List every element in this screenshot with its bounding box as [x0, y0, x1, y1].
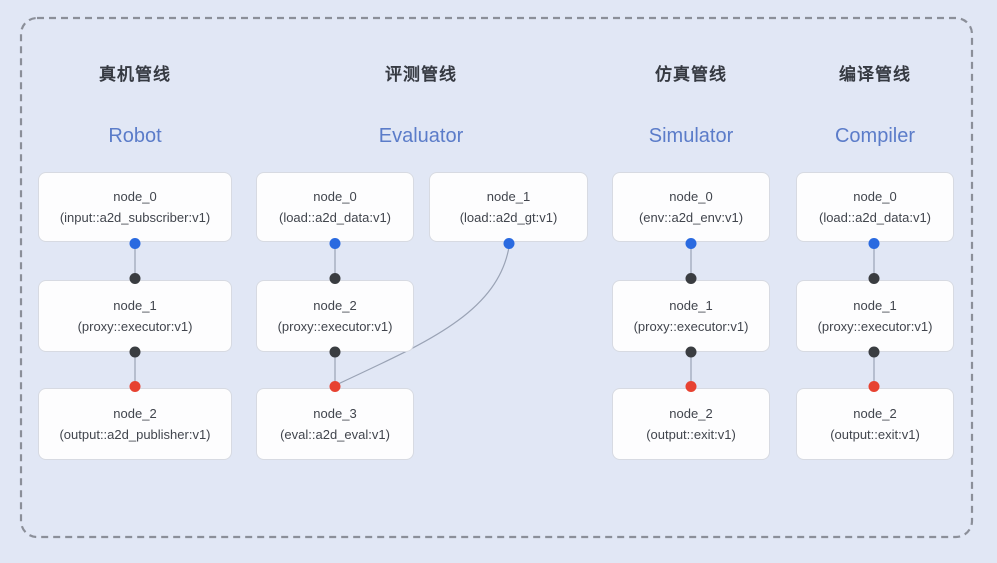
node-robot-2: node_2 (output::a2d_publisher:v1) — [38, 388, 232, 460]
node-type: (load::a2d_gt:v1) — [459, 210, 558, 225]
node-evaluator-0: node_0 (load::a2d_data:v1) — [256, 172, 414, 242]
pipeline-title-en: Robot — [108, 125, 162, 147]
node-robot-0: node_0 (input::a2d_subscriber:v1) — [38, 172, 232, 242]
node-type: (load::a2d_data:v1) — [818, 210, 932, 225]
node-name: node_2 — [853, 406, 897, 421]
pipeline-title-zh: 编译管线 — [839, 65, 911, 84]
node-type: (proxy::executor:v1) — [817, 319, 933, 334]
node-name: node_0 — [313, 189, 357, 204]
node-evaluator-2: node_2 (proxy::executor:v1) — [256, 280, 414, 352]
node-type: (eval::a2d_eval:v1) — [280, 427, 390, 442]
node-type: (input::a2d_subscriber:v1) — [59, 210, 211, 225]
node-name: node_2 — [669, 406, 713, 421]
node-name: node_2 — [313, 298, 357, 313]
pipeline-header-robot: 真机管线 Robot — [35, 64, 235, 148]
pipeline-title-en: Simulator — [648, 125, 734, 147]
pipeline-header-simulator: 仿真管线 Simulator — [591, 64, 791, 148]
node-evaluator-3: node_3 (eval::a2d_eval:v1) — [256, 388, 414, 460]
node-evaluator-1: node_1 (load::a2d_gt:v1) — [429, 172, 588, 242]
pipeline-title-zh: 真机管线 — [99, 65, 171, 84]
node-type: (proxy::executor:v1) — [277, 319, 393, 334]
node-type: (proxy::executor:v1) — [77, 319, 193, 334]
node-name: node_1 — [486, 189, 531, 204]
node-type: (output::exit:v1) — [646, 427, 736, 442]
node-simulator-0: node_0 (env::a2d_env:v1) — [612, 172, 770, 242]
node-robot-1: node_1 (proxy::executor:v1) — [38, 280, 232, 352]
node-compiler-2: node_2 (output::exit:v1) — [796, 388, 954, 460]
node-type: (proxy::executor:v1) — [633, 319, 749, 334]
node-name: node_3 — [313, 406, 357, 421]
node-name: node_1 — [113, 298, 157, 313]
node-name: node_0 — [853, 189, 897, 204]
node-type: (output::exit:v1) — [830, 427, 920, 442]
pipeline-title-en: Evaluator — [378, 125, 464, 147]
pipeline-header-compiler: 编译管线 Compiler — [775, 64, 975, 148]
node-name: node_2 — [113, 406, 157, 421]
node-compiler-0: node_0 (load::a2d_data:v1) — [796, 172, 954, 242]
node-name: node_0 — [113, 189, 157, 204]
node-type: (env::a2d_env:v1) — [638, 210, 744, 225]
pipeline-title-zh: 仿真管线 — [655, 65, 727, 84]
node-name: node_1 — [669, 298, 713, 313]
node-simulator-2: node_2 (output::exit:v1) — [612, 388, 770, 460]
node-simulator-1: node_1 (proxy::executor:v1) — [612, 280, 770, 352]
node-name: node_1 — [853, 298, 897, 313]
node-type: (load::a2d_data:v1) — [278, 210, 392, 225]
pipeline-title-zh: 评测管线 — [385, 65, 457, 84]
node-name: node_0 — [669, 189, 713, 204]
node-compiler-1: node_1 (proxy::executor:v1) — [796, 280, 954, 352]
pipeline-title-en: Compiler — [834, 125, 916, 147]
node-type: (output::a2d_publisher:v1) — [59, 427, 211, 442]
pipeline-header-evaluator: 评测管线 Evaluator — [321, 64, 521, 148]
